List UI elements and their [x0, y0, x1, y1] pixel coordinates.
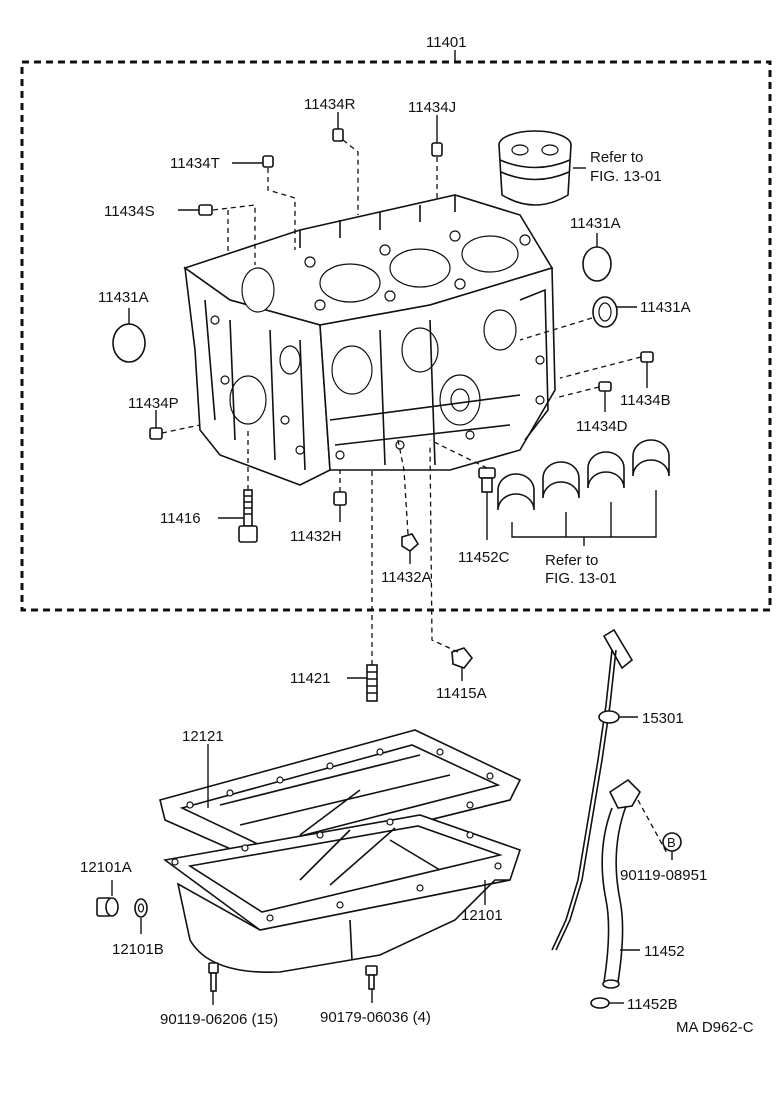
plug-11434T — [262, 155, 274, 168]
label-11434D: 11434D — [576, 418, 628, 435]
label-11434S: 11434S — [104, 203, 155, 220]
label-11434R: 11434R — [304, 96, 356, 113]
o-ring-11452B — [590, 997, 610, 1009]
label-11452B: 11452B — [627, 996, 678, 1013]
label-12121: 12121 — [182, 728, 224, 745]
plug-11434J — [431, 142, 443, 157]
drain-cock-11432H — [333, 491, 347, 506]
label-11401: 11401 — [426, 34, 467, 51]
bolt-11416 — [238, 489, 258, 543]
stud-11421 — [366, 664, 378, 702]
label-11452C: 11452C — [458, 549, 510, 566]
piston — [498, 130, 572, 206]
expansion-plug-11431A-top — [582, 246, 612, 282]
drain-plug-12101A — [96, 897, 119, 917]
oil-level-gauge-15301 — [551, 628, 634, 951]
label-11431A-top: 11431A — [570, 215, 621, 232]
label-11432A: 11432A — [381, 569, 432, 586]
bolt-90119-06206 — [208, 962, 219, 992]
label-11432H: 11432H — [290, 528, 341, 545]
label-11434J: 11434J — [408, 99, 456, 116]
expansion-plug-11431A-left — [112, 323, 146, 363]
plug-11434S — [198, 204, 213, 216]
oil-pan-12101 — [163, 814, 522, 974]
label-12101B: 12101B — [112, 941, 164, 958]
label-90119-08951: 90119-08951 — [620, 867, 707, 884]
label-90119-06206: 90119-06206 (15) — [160, 1011, 278, 1028]
pin-11434D — [598, 381, 612, 392]
plug-11415A — [451, 647, 474, 669]
figure-code: MA D962-C — [676, 1019, 754, 1036]
label-12101A: 12101A — [80, 859, 132, 876]
refer-piston-line1: Refer to — [590, 149, 643, 166]
label-11452: 11452 — [644, 943, 685, 960]
plug-11434R — [332, 128, 344, 142]
label-11434B: 11434B — [620, 392, 671, 409]
bolt-mark-b-letter: B — [667, 835, 676, 850]
pin-11434B — [640, 351, 654, 363]
cylinder-block-assembly-frame — [20, 50, 772, 612]
refer-bearing-line2: FIG. 13-01 — [545, 570, 617, 587]
pin-11434P — [149, 427, 163, 440]
refer-piston-line2: FIG. 13-01 — [590, 168, 662, 185]
label-12101: 12101 — [461, 907, 503, 924]
oil-level-gauge-guide-11452 — [601, 778, 641, 989]
label-11416: 11416 — [160, 510, 201, 527]
label-11431A-left: 11431A — [98, 289, 149, 306]
label-11434T: 11434T — [170, 155, 220, 172]
main-bearings — [497, 439, 670, 511]
refer-bearing-line1: Refer to — [545, 552, 598, 569]
cylinder-block — [183, 194, 556, 486]
label-11415A: 11415A — [436, 685, 487, 702]
oil-nozzle-11452C — [478, 467, 496, 493]
label-11431A-right: 11431A — [640, 299, 691, 316]
label-11421: 11421 — [290, 670, 331, 687]
plug-11432A — [401, 533, 420, 552]
label-15301: 15301 — [642, 710, 684, 727]
label-11434P: 11434P — [128, 395, 179, 412]
label-90179-06036: 90179-06036 (4) — [320, 1009, 431, 1026]
bolt-90179-06036 — [365, 965, 378, 990]
